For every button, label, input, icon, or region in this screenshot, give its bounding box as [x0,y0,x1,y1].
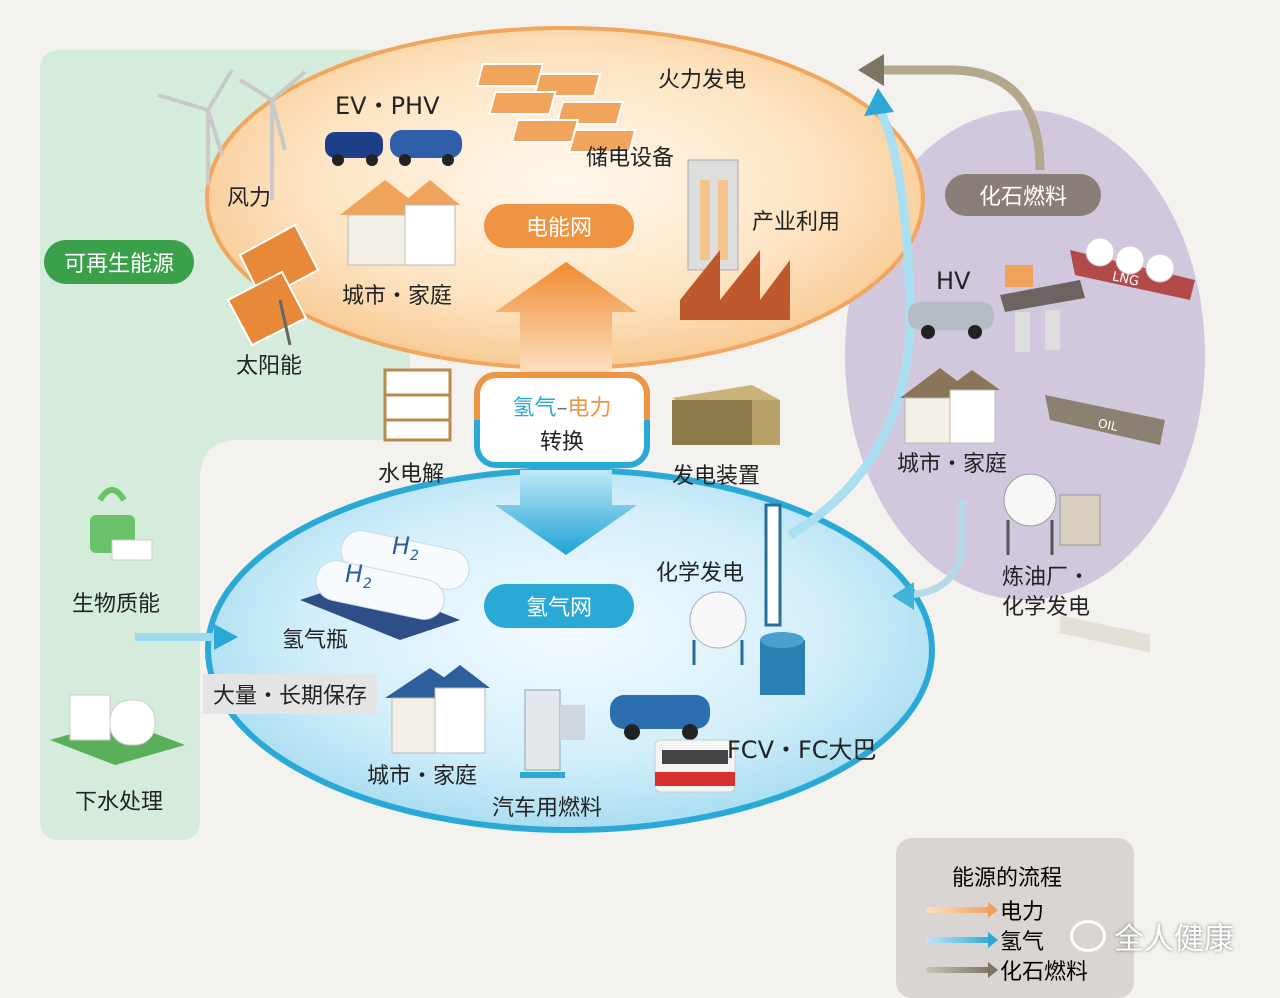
fossil-arrowhead-bottom [892,582,914,610]
fc-bus-icon [654,739,736,793]
down-arrow [495,470,637,555]
hydrogen-homes-label: 城市・家庭 [367,764,478,789]
chemical-power-label: 化学发电 [656,561,745,586]
hydrogen-cylinder-icon [300,530,470,640]
hydrogen-arrowhead-top [864,88,894,116]
wechat-icon [1070,920,1106,952]
fuel-label: 汽车用燃料 [492,796,603,821]
up-arrow [495,262,637,372]
h2-label-2: H2 [345,560,372,592]
house-icon-electric [340,180,460,266]
electrolysis-icon [383,368,452,442]
renewable-title: 可再生能源 [44,240,194,284]
cylinders-label: 氢气瓶 [282,628,349,653]
solar-label: 太阳能 [236,354,303,379]
h2-letter: H [392,532,411,560]
electrolysis-label: 水电解 [378,462,445,487]
sewage-plant-icon [50,694,185,765]
industry-label: 产业利用 [752,210,841,235]
house-icon-fossil [900,368,1000,444]
ev-car-icon [325,130,462,166]
fossil-arrowhead-top [858,54,884,86]
legend-swatch-hydrogen [926,932,998,948]
biomass-icon [90,487,153,561]
legend-label-fossil: 化石燃料 [1000,960,1089,985]
long-storage-label: 大量・长期保存 [203,674,377,714]
biomass-label: 生物质能 [72,592,161,617]
electric-homes-label: 城市・家庭 [342,284,453,309]
electric-grid-title: 电能网 [484,204,634,248]
h2-subscript: 2 [410,547,419,564]
h2-letter: H [345,560,364,588]
refinery-label: 炼油厂・ 化学发电 [1002,565,1091,620]
conversion-label: 转换 [539,430,584,455]
chemical-plant-icon [689,503,805,695]
ev-phv-label: EV・PHV [335,92,440,120]
fuel-station-icon [520,689,585,778]
wind-turbine-icon [157,68,307,200]
fossil-flow-bottom [909,500,966,599]
fossil-title: 化石燃料 [945,174,1101,216]
fossil-region [845,110,1205,600]
conversion-hydrogen: 氢气 [512,396,557,421]
legend-label-hydrogen: 氢气 [1000,930,1045,955]
gas-station-icon [1000,265,1085,352]
legend-item-power: 电力 [926,894,1044,926]
legend-item-hydrogen: 氢气 [926,924,1044,956]
biomass-arrowhead [214,624,238,650]
watermark-text: 全人健康 [1114,922,1234,957]
conversion-power: 电力 [567,396,612,421]
storage-label: 储电设备 [586,146,675,171]
watermark: 全人健康 [1070,914,1234,958]
legend: 能源的流程 电力 氢气 化石燃料 [896,838,1134,998]
legend-title: 能源的流程 [952,866,1063,891]
h2-subscript: 2 [363,575,372,592]
legend-swatch-fossil [926,962,998,978]
generator-icon [672,385,780,445]
oil-tanker-icon [1045,395,1165,653]
conversion-title: 氢气–电力 [480,390,644,422]
refinery-icon [1003,473,1101,555]
lng-ship-icon [1070,237,1195,300]
thermal-power-label: 火力发电 [658,68,747,93]
fcv-car-icon [610,695,710,740]
legend-label-power: 电力 [1000,900,1045,925]
solar-panel-icon [226,223,320,347]
factory-icon [680,159,790,320]
legend-item-fossil: 化石燃料 [926,954,1088,986]
fossil-flow-top [880,65,1045,171]
legend-swatch-power [926,902,998,918]
hv-label: HV [936,267,971,295]
wind-label: 风力 [227,186,272,211]
storage-blocks-icon [475,63,637,153]
hv-car-icon [908,302,994,339]
fcv-label: FCV・FC大巴 [727,736,877,764]
house-icon-hydrogen [385,665,490,754]
fossil-homes-label: 城市・家庭 [897,452,1008,477]
conversion-dash: – [556,396,568,421]
generator-label: 发电装置 [672,464,761,489]
conversion-box: 氢气–电力 转换 [474,372,650,468]
h2-label-1: H2 [392,532,419,564]
hydrogen-grid-title: 氢气网 [484,584,634,628]
sewage-label: 下水处理 [75,790,164,815]
